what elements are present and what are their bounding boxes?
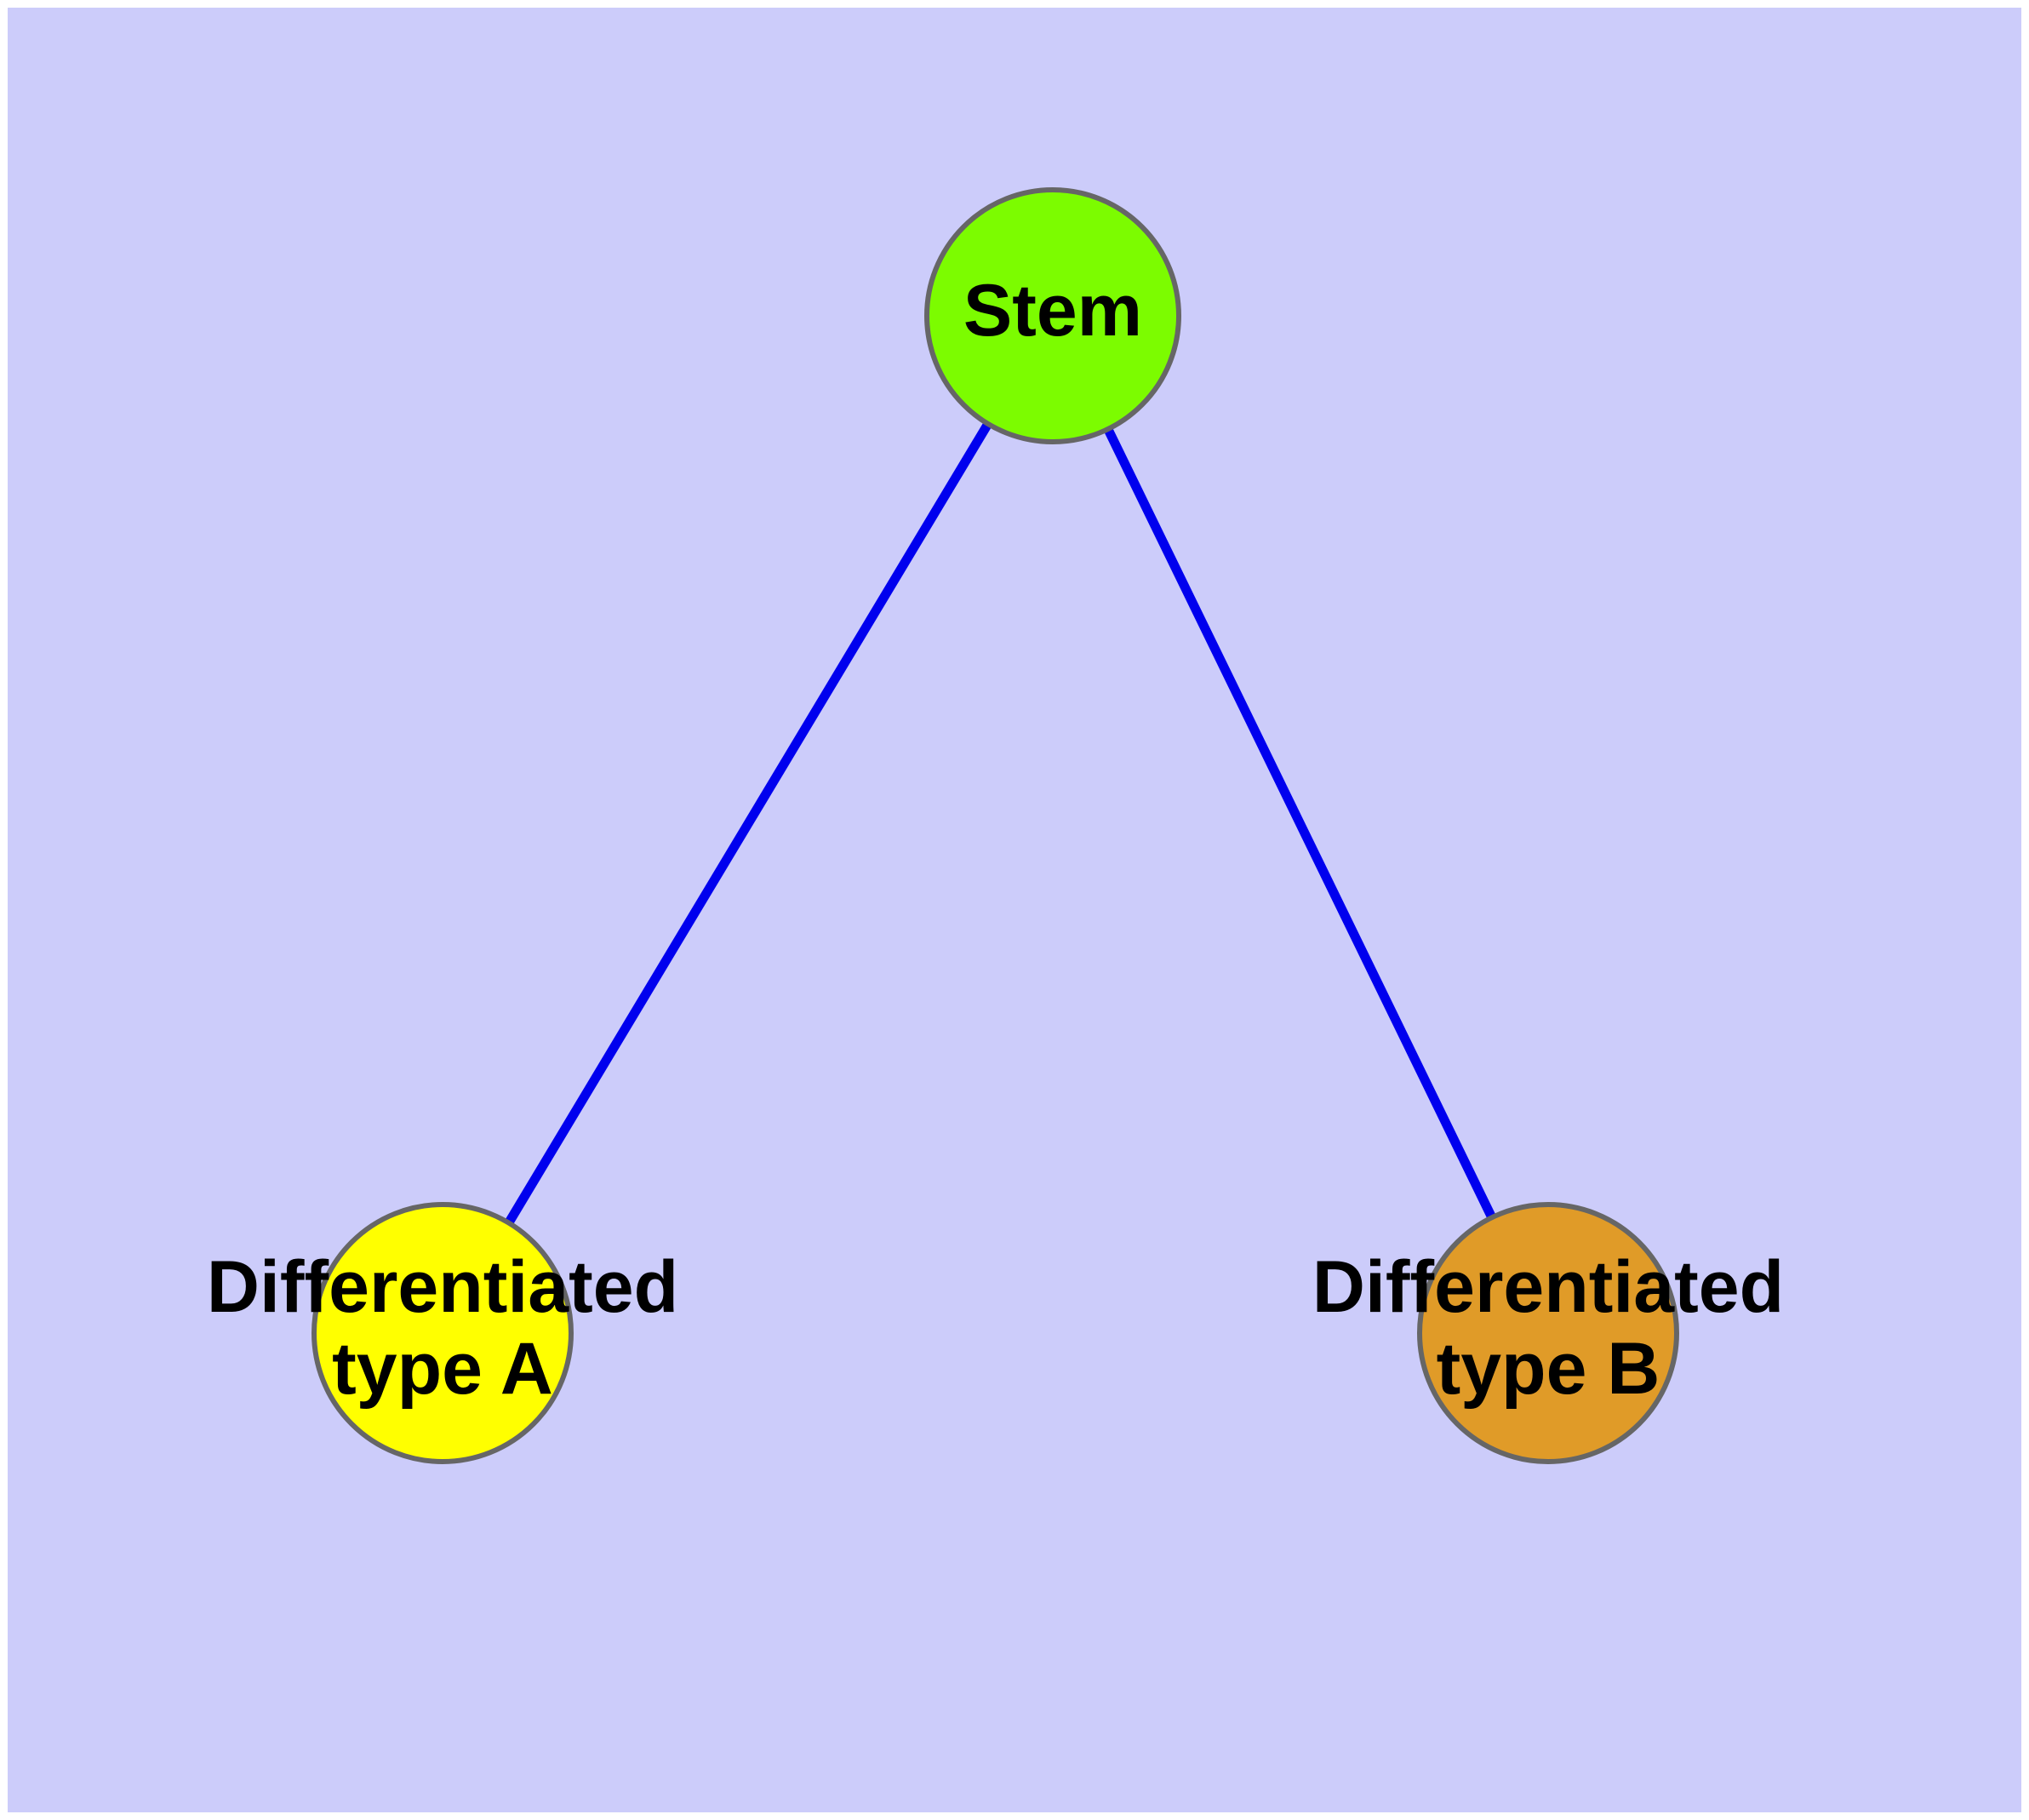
graph-node-label-line: Differentiated — [1312, 1246, 1784, 1328]
node-layer — [311, 187, 1679, 1464]
graph-node-diff_b[interactable] — [1417, 1202, 1679, 1464]
graph-edge-stem-to-diff_a[interactable] — [503, 420, 993, 1228]
graph-node-diff_a[interactable] — [311, 1202, 574, 1464]
graph-node-stem[interactable] — [924, 187, 1181, 444]
graph-node-label-line: type B — [1437, 1328, 1660, 1410]
graph-edge-stem-to-diff_b[interactable] — [1102, 425, 1497, 1222]
graph-node-label-stem: Stem — [963, 270, 1142, 352]
graph-node-label-line: Differentiated — [207, 1246, 678, 1328]
edge-layer — [503, 420, 1497, 1228]
graph-node-label-line: Stem — [963, 270, 1142, 352]
graph-node-label-line: type A — [332, 1328, 553, 1410]
